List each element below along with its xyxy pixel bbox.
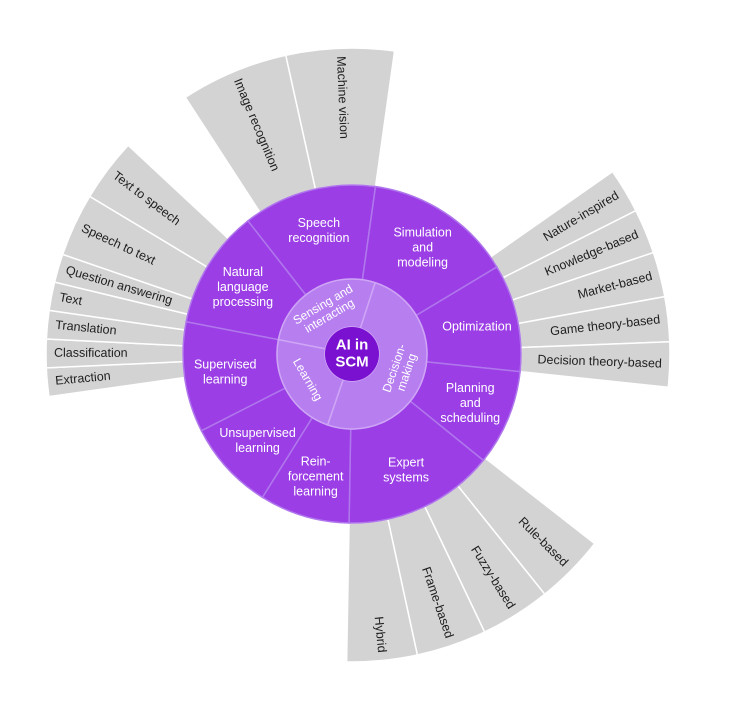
subcategory-label-supervised-learning-line: learning bbox=[203, 372, 248, 386]
subcategory-label-rein-forcement-learning-line: Rein- bbox=[301, 455, 331, 469]
subcategory-label-simulation-and-modeling-line: Simulation bbox=[393, 225, 451, 239]
center-title-line: AI in bbox=[336, 337, 369, 354]
subcategory-label-planning-and-scheduling-line: scheduling bbox=[440, 411, 500, 425]
leaf-label-decision-theory-based: Decision theory-based bbox=[537, 352, 662, 370]
subcategory-label-expert-systems-line: Expert bbox=[388, 456, 425, 470]
subcategory-label-optimization: Optimization bbox=[442, 319, 512, 333]
subcategory-label-rein-forcement-learning-line: forcement bbox=[288, 470, 344, 484]
subcategory-label-unsupervised-learning-line: Unsupervised bbox=[219, 426, 295, 440]
subcategory-label-optimization-line: Optimization bbox=[442, 319, 512, 333]
subcategory-label-planning-and-scheduling-line: and bbox=[460, 396, 481, 410]
subcategory-label-supervised-learning-line: Supervised bbox=[194, 357, 257, 371]
subcategory-label-natural-language-processing-line: language bbox=[217, 280, 268, 294]
subcategory-label-speech-recognition-line: Speech bbox=[298, 216, 340, 230]
leaf-label-extraction: Extraction bbox=[55, 369, 112, 388]
subcategory-label-natural-language-processing-line: processing bbox=[213, 295, 273, 309]
subcategory-label-rein-forcement-learning-line: learning bbox=[293, 485, 338, 499]
leaf-label-classification: Classification bbox=[54, 346, 128, 360]
leaf-label-hybrid: Hybrid bbox=[372, 616, 389, 653]
inner-ring: Sensing andinteractingDecision-makingLea… bbox=[276, 278, 428, 430]
subcategory-label-simulation-and-modeling-line: modeling bbox=[397, 255, 448, 269]
subcategory-label-unsupervised-learning-line: learning bbox=[235, 441, 280, 455]
subcategory-label-simulation-and-modeling-line: and bbox=[412, 240, 433, 254]
subcategory-label-expert-systems-line: systems bbox=[383, 471, 429, 485]
subcategory-label-speech-recognition-line: recognition bbox=[288, 231, 349, 245]
leaf-label-translation: Translation bbox=[55, 318, 117, 338]
leaf-label-text: Text bbox=[58, 290, 84, 308]
leaf-label-machine-vision: Machine vision bbox=[334, 56, 351, 139]
subcategory-label-planning-and-scheduling-line: Planning bbox=[446, 381, 495, 395]
center-circle bbox=[325, 327, 379, 381]
subcategory-label-natural-language-processing-line: Natural bbox=[223, 265, 263, 279]
center-title-line: SCM bbox=[335, 354, 368, 371]
